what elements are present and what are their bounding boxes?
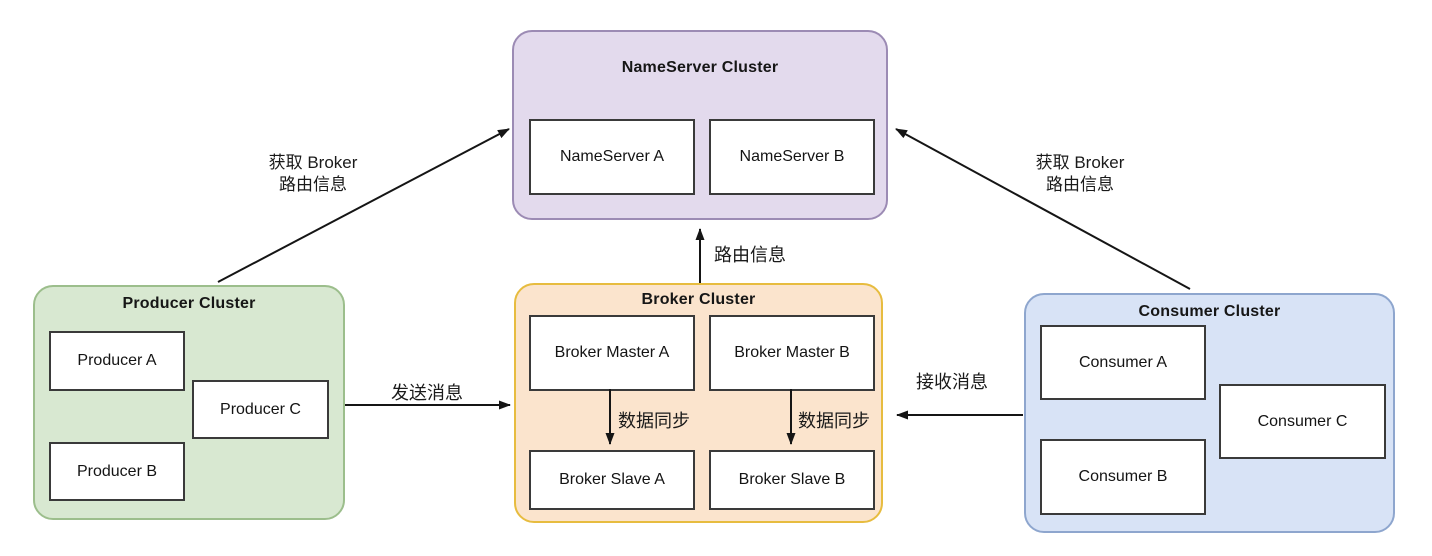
edge-label-consumer-to-nameserver: 获取 Broker 路由信息 xyxy=(1000,152,1160,196)
node-consumer-a: Consumer A xyxy=(1040,325,1206,400)
edge-label-line: 路由信息 xyxy=(279,175,347,194)
edge-label-broker-to-nameserver: 路由信息 xyxy=(714,245,786,265)
node-broker-slave-b: Broker Slave B xyxy=(709,450,875,510)
node-producer-a: Producer A xyxy=(49,331,185,391)
node-broker-master-a: Broker Master A xyxy=(529,315,695,391)
edge-label-producer-to-broker: 发送消息 xyxy=(391,383,463,403)
node-broker-slave-a: Broker Slave A xyxy=(529,450,695,510)
node-broker-master-b: Broker Master B xyxy=(709,315,875,391)
node-consumer-c: Consumer C xyxy=(1219,384,1386,459)
node-producer-b: Producer B xyxy=(49,442,185,501)
edge-label-consumer-to-broker: 接收消息 xyxy=(916,372,988,392)
node-nameserver-b: NameServer B xyxy=(709,119,875,195)
node-producer-c: Producer C xyxy=(192,380,329,439)
consumer-cluster-title: Consumer Cluster xyxy=(1138,303,1281,320)
edge-label-line: 路由信息 xyxy=(1046,175,1114,194)
consumer-cluster: Consumer Cluster Consumer A Consumer C C… xyxy=(1024,293,1395,533)
edge-label-line: 获取 Broker xyxy=(268,153,358,172)
producer-cluster-title: Producer Cluster xyxy=(122,295,256,312)
producer-cluster: Producer Cluster Producer A Producer C P… xyxy=(33,285,345,520)
edge-label-producer-to-nameserver: 获取 Broker 路由信息 xyxy=(233,152,393,196)
edge-label-data-sync-b: 数据同步 xyxy=(798,411,870,431)
broker-cluster: Broker Cluster Broker Master A Broker Ma… xyxy=(514,283,883,523)
nameserver-cluster: NameServer Cluster NameServer A NameServ… xyxy=(512,30,888,220)
node-consumer-b: Consumer B xyxy=(1040,439,1206,515)
broker-cluster-title: Broker Cluster xyxy=(641,291,756,308)
nameserver-cluster-title: NameServer Cluster xyxy=(621,59,779,76)
node-nameserver-a: NameServer A xyxy=(529,119,695,195)
edge-label-line: 获取 Broker xyxy=(1035,153,1125,172)
edge-label-data-sync-a: 数据同步 xyxy=(618,411,690,431)
